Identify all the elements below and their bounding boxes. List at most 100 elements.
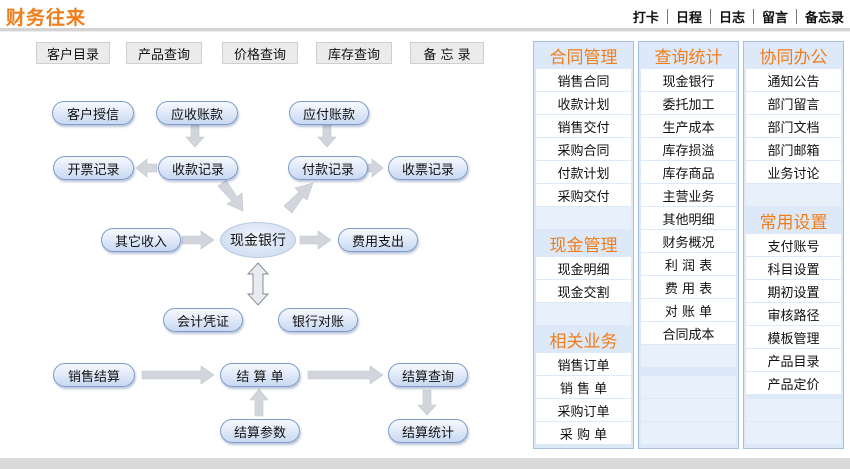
tab-chanpin-chaxun[interactable]: 产品查询 [126, 42, 202, 64]
menu-item[interactable]: 销售合同 [536, 69, 631, 91]
node-shoukuan-jilu[interactable]: 收款记录 [158, 156, 238, 180]
node-kuaiji-pingzheng[interactable]: 会计凭证 [163, 308, 243, 332]
node-jiesuan-canshu[interactable]: 结算参数 [220, 419, 300, 443]
menu-item[interactable]: 财务概况 [641, 230, 736, 252]
section-heading-hetong: 合同管理 [549, 47, 618, 68]
menu-item-empty [641, 399, 736, 421]
arrow-diagonal-icon [217, 179, 244, 212]
menu-item[interactable]: 销售订单 [536, 353, 631, 375]
section-heading-xianjin: 现金管理 [549, 235, 618, 256]
menu-item[interactable]: 期初设置 [746, 280, 841, 302]
menu-item[interactable]: 采购合同 [536, 138, 631, 160]
menu-item[interactable]: 部门邮箱 [746, 138, 841, 160]
page-title: 财务往来 [6, 7, 87, 29]
flow-arrows [135, 123, 437, 417]
menu-item[interactable]: 产品定价 [746, 372, 841, 394]
menu-item-empty [536, 303, 631, 325]
link-richeng[interactable]: 日程 [675, 11, 702, 26]
menu-item[interactable]: 费 用 表 [641, 276, 736, 298]
menu-item[interactable]: 销 售 单 [536, 376, 631, 398]
menu-item[interactable]: 现金交割 [536, 280, 631, 302]
tab-jiage-chaxun[interactable]: 价格查询 [222, 42, 298, 64]
node-kaipiao-jilu[interactable]: 开票记录 [53, 156, 134, 180]
top-links: 打卡 日程 日志 留言 备忘录 [633, 7, 844, 26]
arrow-updown-icon [246, 262, 270, 306]
menu-item[interactable]: 采购交付 [536, 184, 631, 206]
menu-item[interactable]: 科目设置 [746, 257, 841, 279]
header-divider [0, 28, 850, 31]
menu-item-empty [536, 207, 631, 229]
link-rizhi[interactable]: 日志 [718, 11, 745, 26]
arrow-right-icon [307, 365, 384, 385]
node-xianjin-yinhang[interactable]: 现金银行 [220, 222, 296, 258]
section-heading-changyong: 常用设置 [759, 212, 828, 233]
menu-item[interactable]: 通知公告 [746, 69, 841, 91]
menu-item-empty [641, 345, 736, 367]
divider [666, 9, 668, 24]
link-daka[interactable]: 打卡 [632, 11, 659, 26]
arrow-right-icon [141, 365, 215, 385]
menu-item[interactable]: 部门留言 [746, 92, 841, 114]
tab-kehu-mulu[interactable]: 客户目录 [36, 42, 110, 64]
node-jiesuan-chaxun[interactable]: 结算查询 [388, 363, 468, 387]
menu-item[interactable]: 付款计划 [536, 161, 631, 183]
arrow-down-icon [317, 123, 337, 148]
menu-item[interactable]: 对 账 单 [641, 299, 736, 321]
menu-item-empty [641, 422, 736, 444]
node-jiesuan-tongji[interactable]: 结算统计 [388, 419, 468, 443]
menu-item[interactable]: 库存损溢 [641, 138, 736, 160]
menu-item[interactable]: 审核路径 [746, 303, 841, 325]
node-xiaoshou-jiesuan[interactable]: 销售结算 [53, 363, 135, 387]
panel-column-xietong: 协同办公 通知公告 部门留言 部门文档 部门邮箱 业务讨论 常用设置 支付账号 … [743, 41, 844, 449]
panel-column-chaxun: 查询统计 现金银行 委托加工 生产成本 库存损溢 库存商品 主营业务 其他明细 … [638, 41, 739, 449]
arrow-diagonal-icon [283, 182, 314, 214]
header-divider-shadow [0, 31, 850, 32]
menu-item-empty [641, 376, 736, 398]
menu-item[interactable]: 现金明细 [536, 257, 631, 279]
arrow-right-icon [299, 230, 332, 250]
menu-item[interactable]: 采购订单 [536, 399, 631, 421]
menu-item[interactable]: 生产成本 [641, 115, 736, 137]
arrow-left-icon [135, 158, 158, 178]
node-kehu-shouxin[interactable]: 客户授信 [52, 101, 134, 125]
menu-item[interactable]: 主营业务 [641, 184, 736, 206]
menu-item-empty [746, 184, 841, 206]
arrow-down-icon [417, 389, 437, 416]
menu-item[interactable]: 部门文档 [746, 115, 841, 137]
tab-kucun-chaxun[interactable]: 库存查询 [316, 42, 392, 64]
node-yingshou-zhangkuan[interactable]: 应收账款 [156, 101, 238, 125]
menu-item[interactable]: 产品目录 [746, 349, 841, 371]
arrow-up-icon [249, 388, 269, 417]
menu-item[interactable]: 收款计划 [536, 92, 631, 114]
node-qita-shouru[interactable]: 其它收入 [101, 228, 181, 252]
menu-item[interactable]: 业务讨论 [746, 161, 841, 183]
menu-item[interactable]: 销售交付 [536, 115, 631, 137]
panel-column-hetong: 合同管理 销售合同 收款计划 销售交付 采购合同 付款计划 采购交付 现金管理 … [533, 41, 634, 449]
menu-item[interactable]: 现金银行 [641, 69, 736, 91]
menu-item[interactable]: 合同成本 [641, 322, 736, 344]
menu-item[interactable]: 支付账号 [746, 234, 841, 256]
node-shoupiao-jilu[interactable]: 收票记录 [388, 156, 468, 180]
menu-item-empty [746, 399, 841, 421]
menu-item-empty [746, 422, 841, 444]
menu-item[interactable]: 模板管理 [746, 326, 841, 348]
menu-item[interactable]: 库存商品 [641, 161, 736, 183]
menu-item[interactable]: 采 购 单 [536, 422, 631, 444]
link-beiwanglu[interactable]: 备忘录 [804, 11, 844, 26]
menu-item[interactable]: 委托加工 [641, 92, 736, 114]
menu-item[interactable]: 利 润 表 [641, 253, 736, 275]
link-liuyan[interactable]: 留言 [761, 11, 788, 26]
tab-beiwanglu[interactable]: 备 忘 录 [410, 42, 484, 64]
arrow-down-icon [185, 123, 205, 148]
node-yinhang-duizhang[interactable]: 银行对账 [278, 308, 358, 332]
section-heading-chaxun: 查询统计 [654, 47, 723, 68]
divider [709, 9, 711, 24]
footer-bar [0, 458, 850, 469]
divider [752, 9, 754, 24]
node-yingfu-zhangkuan[interactable]: 应付账款 [289, 101, 369, 125]
node-feiyong-zhichu[interactable]: 费用支出 [338, 228, 418, 252]
divider [795, 9, 797, 24]
node-fukuan-jilu[interactable]: 付款记录 [288, 156, 368, 180]
node-jiesuandan[interactable]: 结 算 单 [220, 363, 300, 387]
menu-item[interactable]: 其他明细 [641, 207, 736, 229]
